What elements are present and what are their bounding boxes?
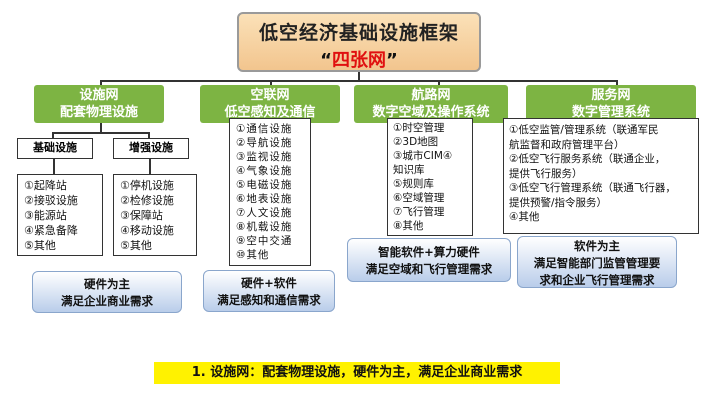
title-highlight: 四张网 [332, 50, 386, 71]
connector-horizontal [100, 80, 618, 82]
list-item: 提供预警/指令服务） [509, 196, 608, 209]
enhanced-facility-header: 增强设施 [113, 138, 189, 159]
network-routenet-subtitle: 数字空域及操作系统 [372, 105, 490, 120]
list-item: ①起降站 [24, 179, 67, 192]
list-item: ④移动设施 [120, 224, 174, 237]
list-item: ⑩其他 [236, 249, 270, 261]
airnet-summary-line2: 满足感知和通信需求 [217, 293, 321, 307]
title-sub: “四张网” [239, 46, 479, 72]
network-facility-name: 设施网 [79, 88, 119, 103]
routenet-list: ①时空管理 ②3D地图 ③城市CIM④ 知识库 ⑤规则库 ⑥空域管理 ⑦飞行管理… [387, 118, 473, 236]
list-item: ③低空飞行管理系统（联通飞行器， [509, 182, 676, 194]
network-airnet-name: 空联网 [250, 88, 290, 103]
connector-facility-split [52, 132, 150, 134]
list-item: ⑦飞行管理 [393, 206, 445, 218]
connector-enhanced-down [149, 159, 151, 175]
connector-3 [438, 80, 440, 86]
list-item: ①通信设施 [236, 123, 293, 135]
facility-summary-line1: 硬件为主 [84, 277, 130, 291]
diagram-title: 低空经济基础设施框架 “四张网” [237, 12, 481, 72]
list-item: ①停机设施 [120, 179, 174, 192]
servicenet-summary: 软件为主 满足智能部门监管管理要 求和企业飞行管理需求 [517, 236, 677, 288]
list-item: ②低空飞行服务系统（联通企业， [509, 153, 666, 165]
list-item: ②导航设施 [236, 137, 293, 149]
airnet-summary: 硬件+软件 满足感知和通信需求 [203, 270, 335, 312]
quote-close: ” [386, 50, 398, 71]
basic-facility-list: ①起降站 ②接驳设施 ③能源站 ④紧急备降 ⑤其他 [17, 174, 103, 256]
routenet-summary: 智能软件+算力硬件 满足空域和飞行管理需求 [347, 238, 511, 282]
airnet-list: ①通信设施 ②导航设施 ③监视设施 ④气象设施 ⑤电磁设施 ⑥地表设施 ⑦人文设… [229, 118, 311, 266]
list-item: ②3D地图 [393, 136, 439, 148]
servicenet-summary-line1: 软件为主 [574, 239, 620, 253]
routenet-summary-line2: 满足空域和飞行管理需求 [365, 262, 493, 276]
connector-facility-right [148, 132, 150, 138]
network-airnet: 空联网 低空感知及通信 [200, 85, 340, 123]
connector-facility-left [52, 132, 54, 138]
servicenet-summary-line2: 满足智能部门监管管理要 [533, 256, 661, 270]
footer-caption: 1. 设施网：配套物理设施，硬件为主，满足企业商业需求 [154, 362, 560, 384]
basic-facility-header: 基础设施 [17, 138, 93, 159]
network-servicenet-name: 服务网 [591, 88, 631, 103]
connector-4 [616, 80, 618, 86]
list-item: ①时空管理 [393, 122, 445, 134]
connector-basic-down [53, 159, 55, 175]
network-routenet: 航路网 数字空域及操作系统 [354, 85, 508, 123]
list-item: 提供飞行服务） [509, 167, 583, 180]
network-servicenet: 服务网 数字管理系统 [526, 85, 696, 123]
facility-summary-line2: 满足企业商业需求 [61, 294, 153, 308]
list-item: ③监视设施 [236, 151, 293, 163]
connector-facility-down [100, 123, 102, 133]
list-item: ⑤电磁设施 [236, 179, 293, 191]
servicenet-summary-line3: 求和企业飞行管理需求 [539, 273, 655, 287]
list-item: ⑤其他 [120, 239, 152, 252]
list-item: ①低空监管/管理系统（联通军民 [509, 124, 659, 136]
network-facility: 设施网 配套物理设施 [34, 85, 164, 123]
airnet-summary-line1: 硬件+软件 [241, 276, 297, 290]
network-servicenet-subtitle: 数字管理系统 [571, 105, 650, 120]
list-item: ⑦人文设施 [236, 207, 293, 219]
list-item: ⑤规则库 [393, 178, 434, 190]
network-airnet-subtitle: 低空感知及通信 [224, 105, 316, 120]
list-item: ⑤其他 [24, 239, 56, 252]
routenet-summary-line1: 智能软件+算力硬件 [378, 245, 480, 259]
connector-1 [100, 80, 102, 86]
title-main: 低空经济基础设施框架 [258, 22, 459, 44]
list-item: ⑨空中交通 [236, 235, 293, 247]
list-item: ④其他 [509, 211, 540, 223]
list-item: ③城市CIM④ [393, 150, 453, 162]
list-item: ④气象设施 [236, 165, 293, 177]
facility-summary: 硬件为主 满足企业商业需求 [32, 271, 182, 313]
quote-open: “ [320, 50, 332, 71]
list-item: ⑧其他 [393, 220, 424, 232]
list-item: ⑥空域管理 [393, 192, 445, 204]
list-item: 知识库 [393, 164, 425, 176]
list-item: ⑥地表设施 [236, 193, 293, 205]
list-item: ②检修设施 [120, 194, 174, 207]
list-item: 航监督和政府管理平台） [509, 138, 625, 151]
list-item: ③保障站 [120, 209, 163, 222]
connector-2 [270, 80, 272, 86]
network-routenet-name: 航路网 [411, 88, 451, 103]
servicenet-list: ①低空监管/管理系统（联通军民 航监督和政府管理平台） ②低空飞行服务系统（联通… [503, 118, 699, 234]
list-item: ③能源站 [24, 209, 67, 222]
enhanced-facility-list: ①停机设施 ②检修设施 ③保障站 ④移动设施 ⑤其他 [113, 174, 197, 256]
list-item: ②接驳设施 [24, 194, 78, 207]
connector-title-down [358, 72, 360, 81]
list-item: ④紧急备降 [24, 224, 78, 237]
network-facility-subtitle: 配套物理设施 [59, 105, 138, 120]
list-item: ⑧机载设施 [236, 221, 293, 233]
